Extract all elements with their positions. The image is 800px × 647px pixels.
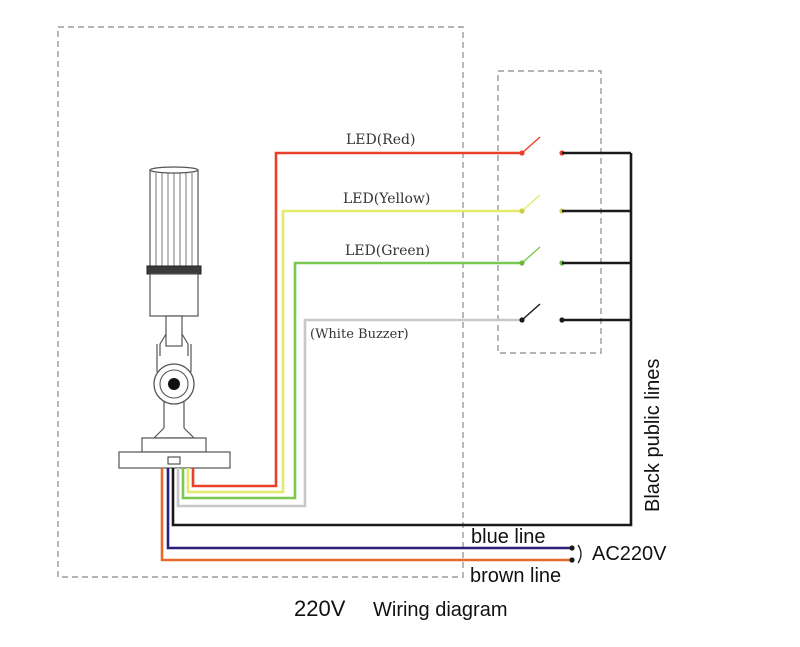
wire-black-common [171, 153, 633, 527]
wire-white [176, 318, 522, 508]
wire-yellow [186, 209, 522, 494]
tower-band [146, 265, 202, 275]
device-enclosure-box [57, 26, 464, 578]
wire-blue [166, 468, 572, 550]
label-led-green: LED(Green) [345, 243, 430, 259]
title-voltage: 220V [294, 596, 346, 621]
switch-yellow [521, 194, 541, 212]
wire-green [181, 261, 522, 500]
wire-brown [160, 468, 572, 562]
title-text: Wiring diagram [373, 599, 507, 621]
switch-red [521, 136, 541, 154]
joint-screw-icon [168, 378, 180, 390]
label-brown-line: brown line [470, 565, 561, 587]
switch-green [521, 246, 541, 264]
label-led-yellow: LED(Yellow) [343, 191, 430, 207]
base-connector [167, 456, 181, 465]
terminal-brown [569, 557, 575, 563]
terminal-blue [569, 545, 575, 551]
label-white-buzzer: (White Buzzer) [310, 327, 409, 342]
label-power: AC220V [592, 543, 667, 565]
label-black-public-lines: Black public lines [642, 359, 664, 512]
wire-red [191, 151, 522, 488]
label-blue-line: blue line [471, 526, 546, 548]
tower-housing [149, 273, 199, 317]
power-bracket [577, 544, 582, 564]
switch-white [521, 303, 541, 321]
signal-tower-light [118, 166, 231, 469]
label-led-red: LED(Red) [346, 132, 415, 148]
